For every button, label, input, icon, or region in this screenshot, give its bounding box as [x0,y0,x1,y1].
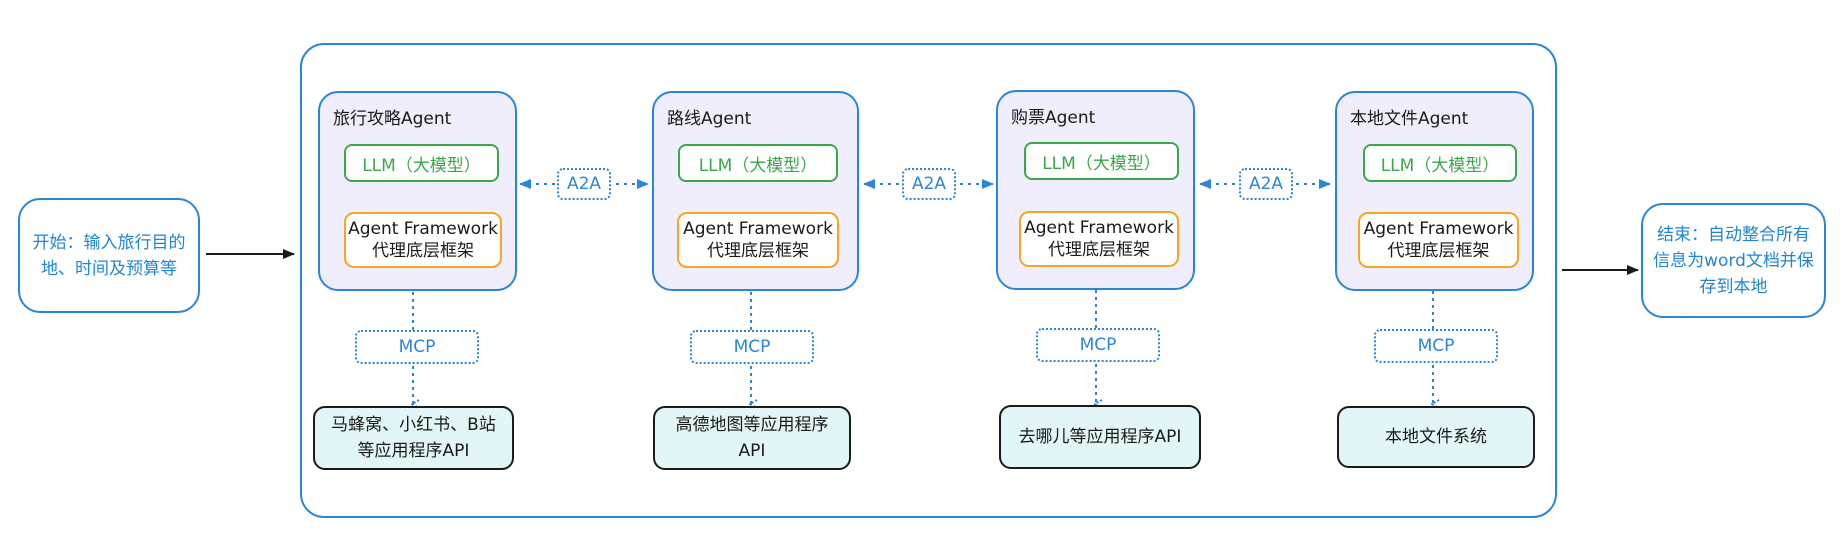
framework-label-zh-ticket: 代理底层框架 [1048,240,1150,260]
mcp-badge-ticket: MCP [1036,328,1160,362]
api-label-route: 高德地图等应用程序API [675,415,829,461]
api-box-route: 高德地图等应用程序API [653,406,851,470]
framework-label-en-local-file: Agent Framework [1363,219,1514,239]
agent-title-ticket: 购票Agent [1011,108,1096,128]
framework-label-zh-travel-guide: 代理底层框架 [372,241,474,261]
llm-label-route: LLM（大模型） [698,155,818,176]
framework-box-ticket: Agent Framework 代理底层框架 [1019,211,1179,267]
end-node: 结束：自动整合所有信息为word文档并保存到本地 [1641,203,1826,318]
mcp-badge-travel-guide: MCP [355,330,479,364]
mcp-label-route: MCP [733,337,771,357]
framework-label-en-ticket: Agent Framework [1024,218,1174,238]
mcp-label-ticket: MCP [1079,335,1117,355]
llm-box-ticket: LLM（大模型） [1024,142,1179,180]
start-node-text: 开始：输入旅行目的地、时间及预算等 [32,232,186,279]
agent-title-travel-guide: 旅行攻略Agent [333,109,452,129]
api-label-travel-guide: 马蜂窝、小红书、B站等应用程序API [331,415,496,461]
framework-box-local-file: Agent Framework 代理底层框架 [1358,212,1519,268]
llm-label-travel-guide: LLM（大模型） [362,155,481,176]
a2a-badge-1: A2A [557,168,611,200]
a2a-badge-3: A2A [1239,168,1293,200]
api-box-ticket: 去哪儿等应用程序API [999,405,1201,469]
framework-label-en-route: Agent Framework [683,219,833,239]
a2a-label-1: A2A [566,174,602,194]
api-label-ticket: 去哪儿等应用程序API [1018,427,1182,447]
api-box-local-file: 本地文件系统 [1337,406,1535,468]
framework-label-zh-local-file: 代理底层框架 [1387,241,1490,261]
agent-system-frame [300,43,1557,518]
api-label-local-file: 本地文件系统 [1385,427,1487,447]
agent-title-local-file: 本地文件Agent [1350,109,1469,129]
llm-label-ticket: LLM（大模型） [1042,153,1161,174]
llm-label-local-file: LLM（大模型） [1380,155,1500,176]
a2a-label-2: A2A [911,174,947,194]
a2a-badge-2: A2A [902,168,956,200]
agent-title-route: 路线Agent [667,109,752,129]
llm-box-route: LLM（大模型） [678,144,838,182]
a2a-label-3: A2A [1248,174,1284,194]
llm-box-travel-guide: LLM（大模型） [344,144,499,182]
start-node: 开始：输入旅行目的地、时间及预算等 [18,198,200,313]
framework-label-en-travel-guide: Agent Framework [348,219,498,239]
framework-box-route: Agent Framework 代理底层框架 [677,212,839,268]
mcp-badge-local-file: MCP [1374,329,1498,363]
llm-box-local-file: LLM（大模型） [1363,144,1517,182]
end-node-text: 结束：自动整合所有信息为word文档并保存到本地 [1653,224,1814,297]
mcp-label-travel-guide: MCP [398,337,436,357]
api-box-travel-guide: 马蜂窝、小红书、B站等应用程序API [313,406,514,470]
mcp-badge-route: MCP [690,330,814,364]
mcp-label-local-file: MCP [1417,336,1455,356]
framework-label-zh-route: 代理底层框架 [707,241,809,261]
framework-box-travel-guide: Agent Framework 代理底层框架 [344,212,502,268]
